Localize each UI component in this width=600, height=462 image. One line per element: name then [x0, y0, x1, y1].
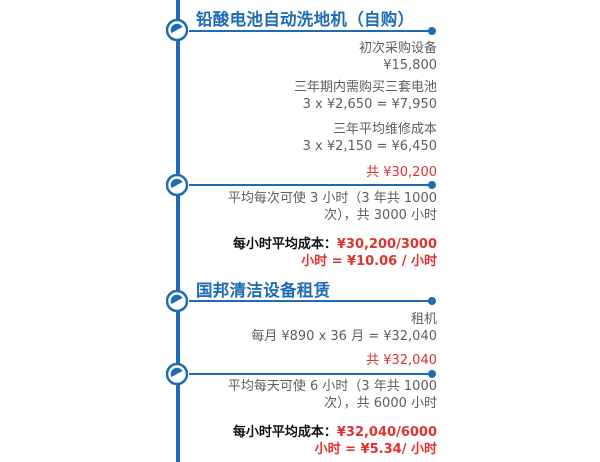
section2-usage-line1: 平均每天可使 6 小时（3 年共 1000	[227, 379, 437, 394]
section-rule	[189, 27, 436, 35]
battery-calc: 3 x ¥2,650 = ¥7,950	[302, 97, 437, 112]
purchase-price: ¥15,800	[383, 58, 437, 73]
purchase-label: 初次采购设备	[358, 41, 437, 56]
section1-cost-result: 小时 = ¥10.06 / 小时	[301, 254, 437, 269]
section2-title: 国邦清洁设备租赁	[196, 281, 331, 300]
timeline-node-icon	[165, 173, 189, 197]
timeline-spine	[176, 0, 180, 462]
section1-usage-line2: 次），共 3000 小时	[324, 208, 437, 223]
timeline-node-icon	[165, 362, 189, 386]
rent-calc: 每月 ¥890 x 36 月 = ¥32,040	[251, 329, 437, 344]
section1-total: 共 ¥30,200	[366, 165, 437, 180]
section1-usage-line1: 平均每次可使 3 小时（3 年共 1000	[227, 191, 437, 206]
total-rule	[189, 181, 436, 189]
section1-cost-formula: ¥30,200/3000	[336, 237, 437, 252]
timeline-node-icon	[165, 289, 189, 313]
section-rule	[189, 297, 436, 305]
section2-cost-formula: ¥32,040/6000	[336, 425, 437, 440]
total-rule	[189, 370, 436, 378]
section2-usage-line2: 次），共 6000 小时	[324, 396, 437, 411]
timeline-node-icon	[165, 18, 189, 42]
section2-cost: 每小时平均成本：¥32,040/6000	[233, 424, 437, 441]
battery-label: 三年期内需购买三套电池	[293, 80, 437, 95]
section2-total: 共 ¥32,040	[366, 353, 437, 368]
section1-cost-label: 每小时平均成本：	[232, 237, 337, 252]
section1-title: 铅酸电池自动洗地机（自购）	[196, 10, 415, 29]
section2-cost-result: 小时 = ¥5.34/ 小时	[314, 442, 437, 457]
maintenance-calc: 3 x ¥2,150 = ¥6,450	[302, 139, 437, 154]
section2-cost-label: 每小时平均成本：	[232, 425, 337, 440]
section1-cost: 每小时平均成本：¥30,200/3000	[233, 236, 437, 253]
rent-label: 租机	[410, 312, 437, 327]
maintenance-label: 三年平均维修成本	[332, 122, 437, 137]
